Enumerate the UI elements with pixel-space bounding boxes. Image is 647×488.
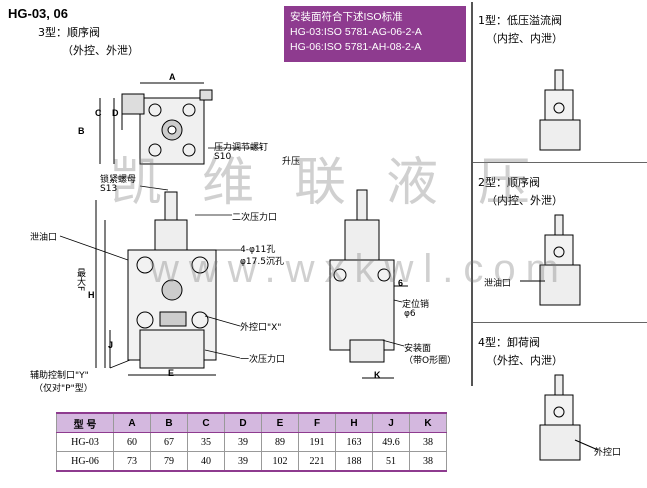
type-4-ext-callout: 外控口 [594,448,622,458]
header-d: D [224,412,262,433]
right-divider-1 [473,162,647,163]
type-4-drawing [539,374,599,461]
front-view-drawing [95,191,217,376]
table-cell: 163 [335,432,373,452]
side-view-drawing [329,189,408,379]
counterbore-label: φ17.5沉孔 [240,257,284,267]
iso-line-1: 安装面符合下述ISO标准 [290,11,403,23]
o-ring-label: （带O形圈） [404,356,457,366]
dim-d: D [112,108,119,118]
dim-j: J [108,340,114,350]
table-cell: 221 [298,451,336,472]
aux-port-label: 辅助控制口"Y" [30,371,89,381]
header-f: F [298,412,336,433]
dim-e: E [168,368,175,378]
dim-h: H [88,290,95,300]
type-2-label: 2型：顺序阀 [478,176,540,189]
type-1-label: 1型：低压溢流阀 [478,14,562,27]
header-model: 型 号 [56,412,114,433]
type-4-label: 4型：卸荷阀 [478,336,540,349]
header-a: A [113,412,151,433]
table-cell: 51 [372,451,410,472]
table-cell: 39 [224,451,262,472]
header-j: J [372,412,410,433]
header-b: B [150,412,188,433]
type-3-subtitle: （外控、外泄） [62,44,139,57]
type-4-subtitle: （外控、内泄） [486,354,563,367]
header-c: C [187,412,225,433]
dim-max-f: 最大F [75,268,85,292]
table-row: HG-03 60 67 35 39 89 191 163 49.6 38 [56,432,447,452]
table-cell: 89 [261,432,299,452]
aux-note-label: （仅对"P"型） [34,384,93,394]
dimension-table: 型 号 A B C D E F H J K HG-03 60 67 35 39 … [56,412,447,472]
dim-k: K [374,370,381,380]
table-cell: 60 [113,432,151,452]
table-cell: 102 [261,451,299,472]
header-k: K [409,412,447,433]
table-cell: 38 [409,451,447,472]
table-row: HG-06 73 79 40 39 102 221 188 51 38 [56,451,447,472]
s10-label: S10 [214,152,232,162]
secondary-port-label: 二次压力口 [232,213,278,223]
watermark-url: www.wxkwl.com [150,247,569,291]
table-cell: 67 [150,432,188,452]
table-cell: 73 [113,451,151,472]
type-1-subtitle: （内控、内泄） [486,32,563,45]
table-cell: 40 [187,451,225,472]
dim-a-top: A [169,72,176,82]
primary-port-label: 一次压力口 [240,355,286,365]
watermark-text: 凯维联液压 [110,153,571,213]
right-panel-divider [471,2,473,386]
type-2-drain-callout: 泄油口 [484,279,512,289]
table-cell: 35 [187,432,225,452]
dim-c: C [95,108,102,118]
iso-standard-box: 安装面符合下述ISO标准 HG-03:ISO 5781-AG-06-2-A HG… [284,6,466,62]
ext-control-port-label: 外控口"X" [240,323,282,333]
top-view-drawing [99,82,213,165]
table-cell: 49.6 [372,432,410,452]
pressure-screw-label: 压力调节螺钉 [214,143,269,153]
pin-size-label: φ6 [404,309,416,319]
type-2-subtitle: （内控、外泄） [486,194,563,207]
right-divider-2 [473,322,647,323]
raise-pressure-label: 升压 [282,157,301,167]
type-1-drawing [539,69,581,151]
iso-line-2: HG-03:ISO 5781-AG-06-2-A [290,26,422,38]
table-cell: 191 [298,432,336,452]
header-e: E [261,412,299,433]
leader-lines [59,147,405,369]
header-h: H [335,412,373,433]
type-2-drawing [520,214,581,306]
table-cell: HG-03 [56,432,114,452]
dim-six: 6 [398,278,404,288]
s13-label: S13 [100,184,118,194]
mount-face-label: 安装面 [404,344,432,354]
holes-label: 4-φ11孔 [240,245,276,255]
table-cell: 38 [409,432,447,452]
locating-pin-label: 定位销 [402,300,430,310]
table-cell: 39 [224,432,262,452]
dim-b: B [78,126,85,136]
table-header-row: 型 号 A B C D E F H J K [56,412,447,433]
type-3-label: 3型：顺序阀 [38,26,100,39]
lock-nut-label: 锁紧螺母 [100,175,137,185]
page-title: HG-03, 06 [8,6,68,21]
table-cell: HG-06 [56,451,114,472]
iso-line-3: HG-06:ISO 5781-AH-08-2-A [290,41,422,53]
drain-port-label: 泄油口 [30,233,58,243]
table-cell: 188 [335,451,373,472]
table-cell: 79 [150,451,188,472]
